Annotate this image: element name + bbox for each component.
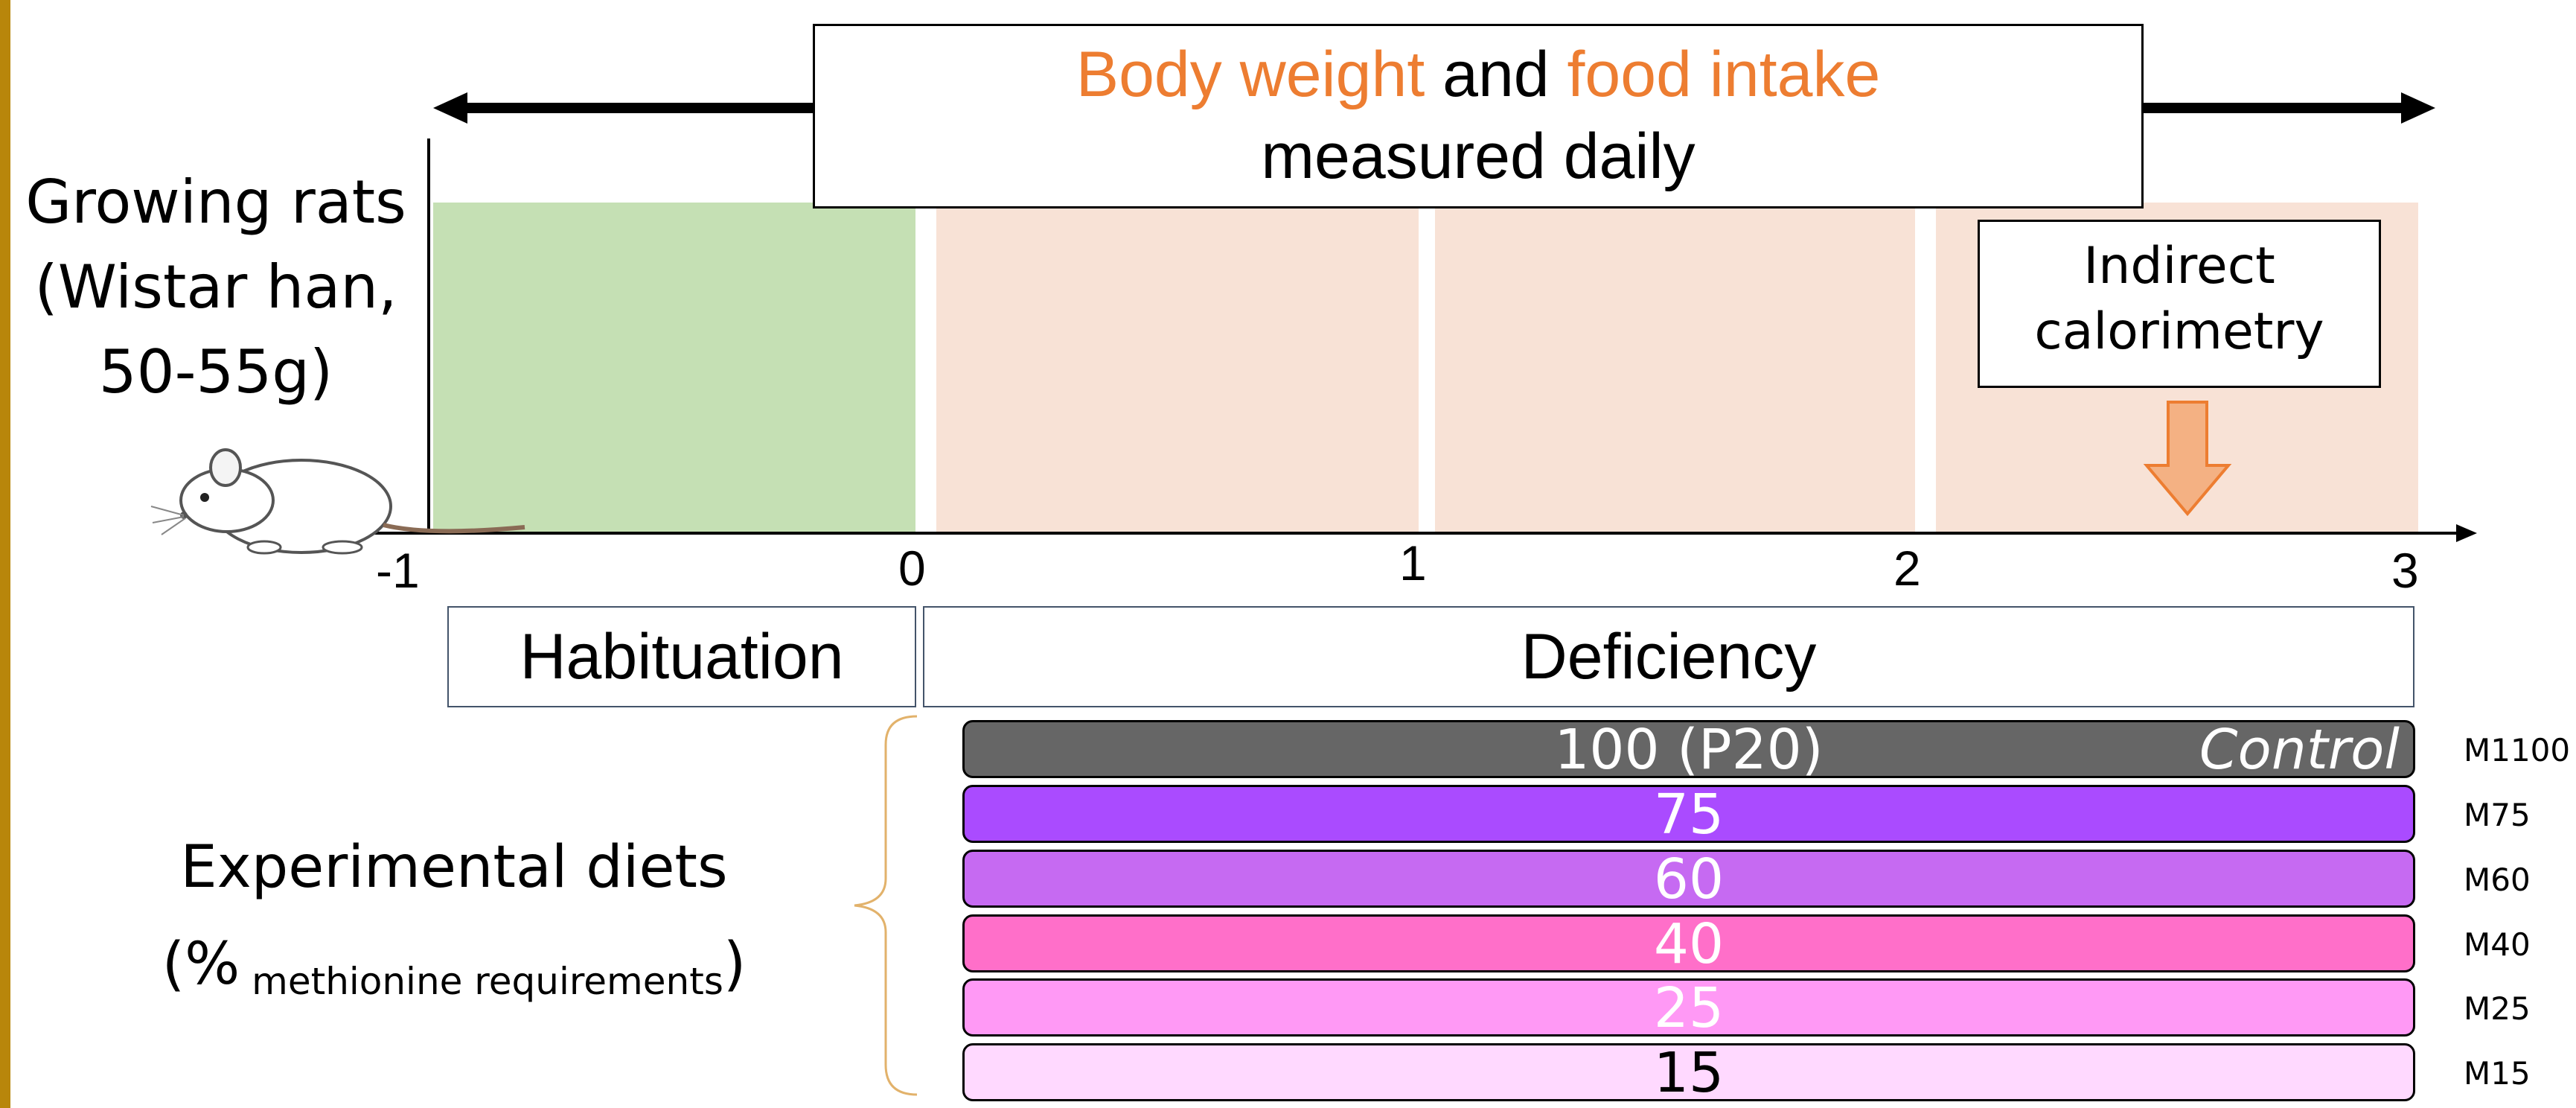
tick-label: 1 [1399,535,1427,590]
habituation-phase-box: Habituation [447,606,916,707]
diet-bar-label: 25 [1653,976,1725,1040]
diets-label-subscript: methionine requirements [240,960,723,1003]
diet-bar-note: Control [2199,718,2400,782]
deficiency-phase-box: Deficiency [923,606,2414,707]
diet-code-label: M1100 [2464,732,2571,768]
measurement-title-box: Body weight and food intake measured dai… [813,24,2144,208]
x-axis-arrowhead [2456,524,2477,542]
title-line-1: Body weight and food intake [815,34,2141,115]
diet-bar-label: 100 (P20) [1554,718,1824,782]
diet-bracket [854,715,918,1096]
subject-line-2: (Wistar han, [34,252,397,322]
calorimetry-line-1: Indirect [2083,237,2275,296]
title-line-2: measured daily [1261,121,1696,192]
tick-label: 3 [2391,543,2419,598]
subject-line-1: Growing rats [25,168,406,237]
diets-label-close: ) [723,931,747,998]
week-2-block [1435,203,1915,533]
diet-bar: 75 [962,785,2415,843]
diet-bar-label: 15 [1653,1041,1725,1105]
week-1-block [936,203,1419,533]
diet-code-label: M60 [2464,862,2531,898]
tick-label: 0 [898,541,926,596]
tick-label: -1 [376,543,420,598]
title-body-weight: Body weight [1076,39,1425,110]
tick-label: 2 [1893,541,1921,596]
diets-label-sub: (% methionine requirements) [112,927,796,1019]
rat-icon [150,448,525,555]
left-border-accent [0,0,10,1108]
diet-code-label: M75 [2464,797,2531,833]
experimental-diets-label: Experimental diets (% methionine require… [112,830,796,1019]
diets-label-main: Experimental diets [180,834,728,901]
diet-bar: 100 (P20)Control [962,720,2415,778]
diet-bar: 15 [962,1043,2415,1101]
calorimetry-box: Indirect calorimetry [1978,220,2381,388]
title-and: and [1442,39,1550,110]
diet-code-label: M15 [2464,1055,2531,1092]
calorimetry-line-2: calorimetry [2034,302,2324,361]
diet-code-label: M40 [2464,926,2531,963]
diets-label-open: (% [162,931,240,998]
diet-bar: 60 [962,850,2415,908]
diet-bar-label: 75 [1653,783,1725,847]
diet-bar-label: 60 [1653,847,1725,911]
measurement-arrow-left-head [433,92,467,124]
subject-line-3: 50-55g) [98,337,333,407]
diet-bar: 25 [962,978,2415,1037]
diet-code-label: M25 [2464,990,2531,1027]
title-food-intake: food intake [1567,39,1881,110]
diet-bar: 40 [962,914,2415,972]
subject-label: Growing rats (Wistar han, 50-55g) [22,160,409,415]
down-arrow-icon [2143,401,2232,517]
habituation-period-block [433,203,915,533]
diet-bar-label: 40 [1653,912,1725,976]
measurement-arrow-right-head [2401,92,2435,124]
